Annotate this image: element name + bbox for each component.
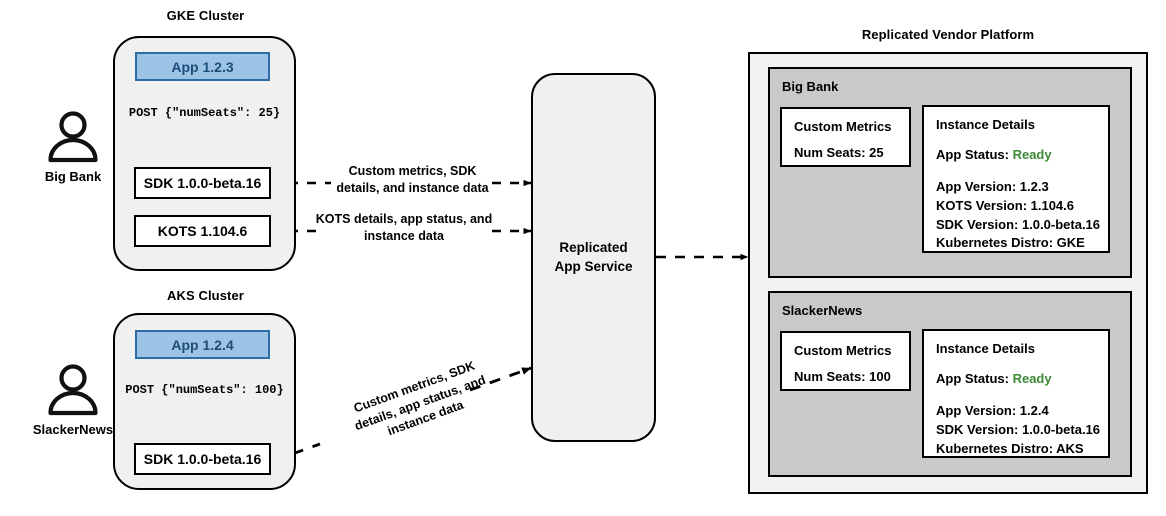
instance-row: App Version: 1.2.4 bbox=[936, 402, 1049, 418]
panel-spacer bbox=[936, 389, 1096, 402]
platform-title: Replicated Vendor Platform bbox=[861, 27, 1035, 42]
panel-title: Instance Details bbox=[936, 117, 1035, 132]
panel-spacer bbox=[936, 165, 1096, 178]
app-box-gke[interactable]: App 1.2.3 bbox=[135, 52, 270, 81]
metrics-row: Num Seats: 100 bbox=[794, 369, 891, 384]
panel-title: Custom Metrics bbox=[794, 119, 892, 134]
status-badge: Ready bbox=[1012, 147, 1052, 162]
instance-row: Kubernetes Distro: GKE bbox=[936, 235, 1085, 251]
tenant-name-big-bank: Big Bank bbox=[782, 79, 839, 94]
instance-details-panel-big-bank: Instance Details App Status: Ready App V… bbox=[922, 105, 1110, 253]
person-icon bbox=[45, 110, 101, 166]
instance-row: KOTS Version: 1.104.6 bbox=[936, 197, 1075, 213]
app-status-row: App Status: Ready bbox=[936, 146, 1096, 165]
component-box-sdk-aks[interactable]: SDK 1.0.0-beta.16 bbox=[134, 443, 271, 475]
instance-row: SDK Version: 1.0.0-beta.16 bbox=[936, 216, 1101, 232]
actor-label-big-bank: Big Bank bbox=[44, 169, 102, 184]
tenant-name-slackernews: SlackerNews bbox=[782, 303, 863, 318]
service-label-line1: Replicated bbox=[559, 239, 628, 255]
app-status-row: App Status: Ready bbox=[936, 370, 1096, 389]
instance-row: App Version: 1.2.3 bbox=[936, 178, 1049, 194]
person-icon bbox=[45, 363, 101, 419]
app-status-label: App Status: bbox=[936, 371, 1009, 386]
cluster-title-aks: AKS Cluster bbox=[167, 288, 244, 303]
edge-label-aks-sdk-to-service: Custom metrics, SDK details, app status,… bbox=[327, 349, 513, 457]
component-box-kots-gke[interactable]: KOTS 1.104.6 bbox=[134, 215, 271, 247]
instance-row: Kubernetes Distro: AKS bbox=[936, 440, 1084, 456]
custom-metrics-panel-slackernews: Custom Metrics Num Seats: 100 bbox=[780, 331, 911, 391]
panel-title: Custom Metrics bbox=[794, 343, 892, 358]
component-box-sdk-gke[interactable]: SDK 1.0.0-beta.16 bbox=[134, 167, 271, 199]
custom-metrics-panel-big-bank: Custom Metrics Num Seats: 25 bbox=[780, 107, 911, 167]
edge-label-line2: details, and instance data bbox=[336, 180, 489, 195]
actor-label-slackernews: SlackerNews bbox=[32, 422, 114, 437]
instance-details-panel-slackernews: Instance Details App Status: Ready App V… bbox=[922, 329, 1110, 458]
service-label-line2: App Service bbox=[554, 258, 633, 274]
metrics-row: Num Seats: 25 bbox=[794, 145, 884, 160]
edge-label-sdk-to-service: Custom metrics, SDK details, and instanc… bbox=[330, 163, 495, 196]
cluster-title-gke: GKE Cluster bbox=[166, 8, 245, 23]
edge-label-line2: instance data bbox=[364, 228, 444, 243]
instance-row: SDK Version: 1.0.0-beta.16 bbox=[936, 421, 1101, 437]
app-status-label: App Status: bbox=[936, 147, 1009, 162]
edge-label-kots-to-service: KOTS details, app status, and instance d… bbox=[313, 211, 495, 244]
app-box-aks[interactable]: App 1.2.4 bbox=[135, 330, 270, 359]
post-payload-gke: POST {"numSeats": 25} bbox=[128, 106, 281, 120]
edge-label-line1: KOTS details, app status, and bbox=[315, 212, 493, 226]
panel-title: Instance Details bbox=[936, 341, 1035, 356]
post-payload-aks: POST {"numSeats": 100} bbox=[125, 383, 284, 397]
status-badge: Ready bbox=[1012, 371, 1052, 386]
replicated-app-service-box[interactable]: Replicated App Service bbox=[531, 73, 656, 442]
edge-label-line1: Custom metrics, SDK bbox=[348, 164, 477, 178]
